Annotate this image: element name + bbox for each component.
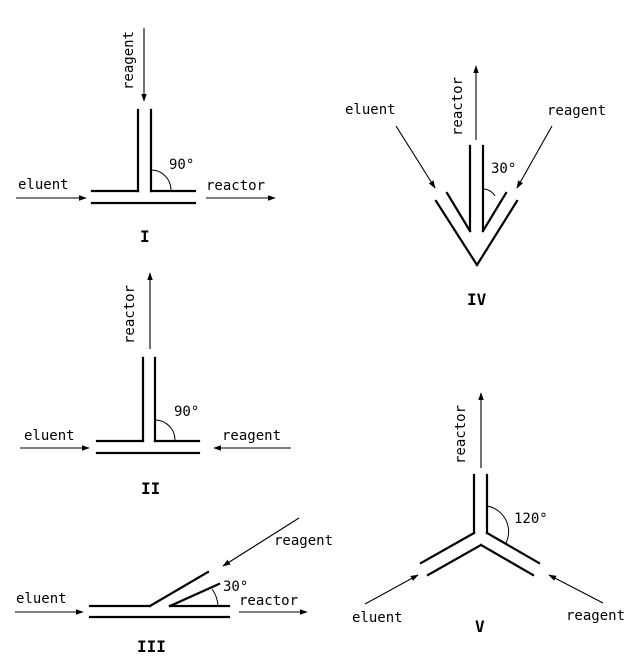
y-channel-V — [419, 473, 541, 577]
eluent-label-IV: eluent — [345, 102, 396, 118]
angle-arc-IV — [482, 188, 496, 197]
eluent-label-I: eluent — [18, 177, 69, 193]
diagram-V: reactor eluent reagent 120° V — [352, 392, 625, 636]
tee-channel-III — [88, 570, 231, 619]
reagent-arrow-V — [548, 574, 604, 604]
tee-channel-I — [90, 108, 197, 205]
diagram-number-IV: IV — [467, 290, 487, 309]
eluent-arrow-V — [364, 574, 419, 605]
reactor-label-III: reactor — [239, 593, 298, 609]
angle-arc-III — [211, 588, 219, 607]
angle-label-IV: 30° — [491, 161, 516, 177]
tee-channel-II — [95, 356, 201, 455]
eluent-label-II: eluent — [24, 428, 75, 444]
reagent-label-II: reagent — [222, 428, 281, 444]
diagram-number-I: I — [140, 227, 150, 246]
angle-arc-I — [150, 169, 172, 191]
eluent-label-V: eluent — [352, 610, 403, 626]
angle-label-II: 90° — [174, 404, 199, 420]
reactor-label-II: reactor — [122, 285, 138, 344]
reagent-label-IV: reagent — [547, 103, 606, 119]
angle-label-V: 120° — [514, 511, 548, 527]
diagram-number-V: V — [475, 617, 485, 636]
angle-arc-II — [154, 419, 176, 441]
reactor-label-I: reactor — [206, 178, 265, 194]
angle-label-I: 90° — [169, 157, 194, 173]
diagram-II: reactor eluent reagent 90° II — [20, 272, 291, 498]
reactor-label-IV: reactor — [450, 77, 466, 136]
y-channel-IV — [434, 144, 519, 267]
reagent-arrow-III — [222, 517, 300, 567]
reagent-label-III: reagent — [274, 533, 333, 549]
diagram-III: reagent eluent reactor 30° III — [15, 517, 333, 656]
diagram-number-II: II — [141, 479, 160, 498]
angle-label-III: 30° — [223, 579, 248, 595]
diagram-IV: reactor eluent reagent 30° IV — [345, 65, 606, 309]
diagram-I: reagent eluent reactor 90° I — [16, 28, 276, 246]
angle-arc-V — [486, 505, 510, 544]
reagent-label-I: reagent — [121, 31, 137, 90]
reagent-label-V: reagent — [566, 608, 625, 624]
diagram-number-III: III — [137, 637, 166, 656]
eluent-label-III: eluent — [16, 591, 67, 607]
reactor-label-V: reactor — [453, 405, 469, 464]
eluent-arrow-IV — [395, 125, 436, 189]
reagent-arrow-IV — [516, 125, 553, 189]
